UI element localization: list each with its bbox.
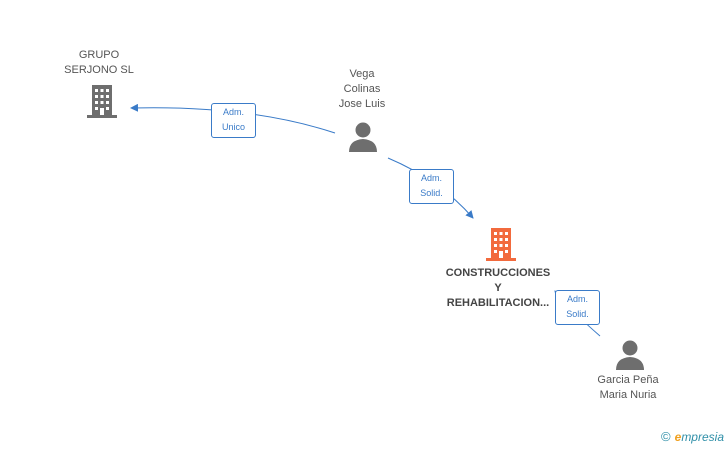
empresia-logo: ©empresia: [661, 429, 724, 444]
node-label-line: GRUPO: [78, 49, 120, 61]
relation-badge-adm-unico[interactable]: Adm. Unico: [211, 103, 256, 138]
relation-line: Solid.: [566, 309, 589, 319]
building-icon-main[interactable]: [485, 226, 517, 262]
node-label-construcciones[interactable]: CONSTRUCCIONES Y REHABILITACION...: [430, 266, 566, 311]
node-label-line: REHABILITACION...: [446, 297, 550, 309]
building-icon[interactable]: [86, 83, 118, 119]
node-label-line: Jose Luis: [338, 98, 386, 110]
brand-initial: e: [674, 430, 682, 444]
node-label-line: Maria Nuria: [599, 389, 657, 401]
relation-line: Adm.: [222, 107, 244, 117]
relation-line: Adm.: [566, 294, 588, 304]
relation-line: Adm.: [420, 173, 442, 183]
node-label-line: Y: [494, 282, 502, 294]
node-label-garcia[interactable]: Garcia Peña Maria Nuria: [576, 373, 680, 403]
node-label-line: Vega: [349, 68, 375, 80]
node-label-line: CONSTRUCCIONES: [445, 267, 551, 279]
person-icon[interactable]: [348, 121, 378, 153]
node-label-vega[interactable]: Vega Colinas Jose Luis: [310, 67, 414, 112]
person-icon[interactable]: [615, 339, 645, 371]
relation-line: Solid.: [420, 188, 443, 198]
node-label-line: SERJONO SL: [64, 64, 134, 76]
relation-line: Unico: [221, 122, 245, 132]
brand-name: mpresia: [681, 430, 724, 444]
copyright-icon: ©: [661, 429, 671, 444]
node-label-grupo[interactable]: GRUPO SERJONO SL: [44, 48, 154, 78]
relation-badge-adm-solid-1[interactable]: Adm. Solid.: [409, 169, 454, 204]
node-label-line: Garcia Peña: [597, 374, 659, 386]
relation-badge-adm-solid-2[interactable]: Adm. Solid.: [555, 290, 600, 325]
node-label-line: Colinas: [343, 83, 381, 95]
